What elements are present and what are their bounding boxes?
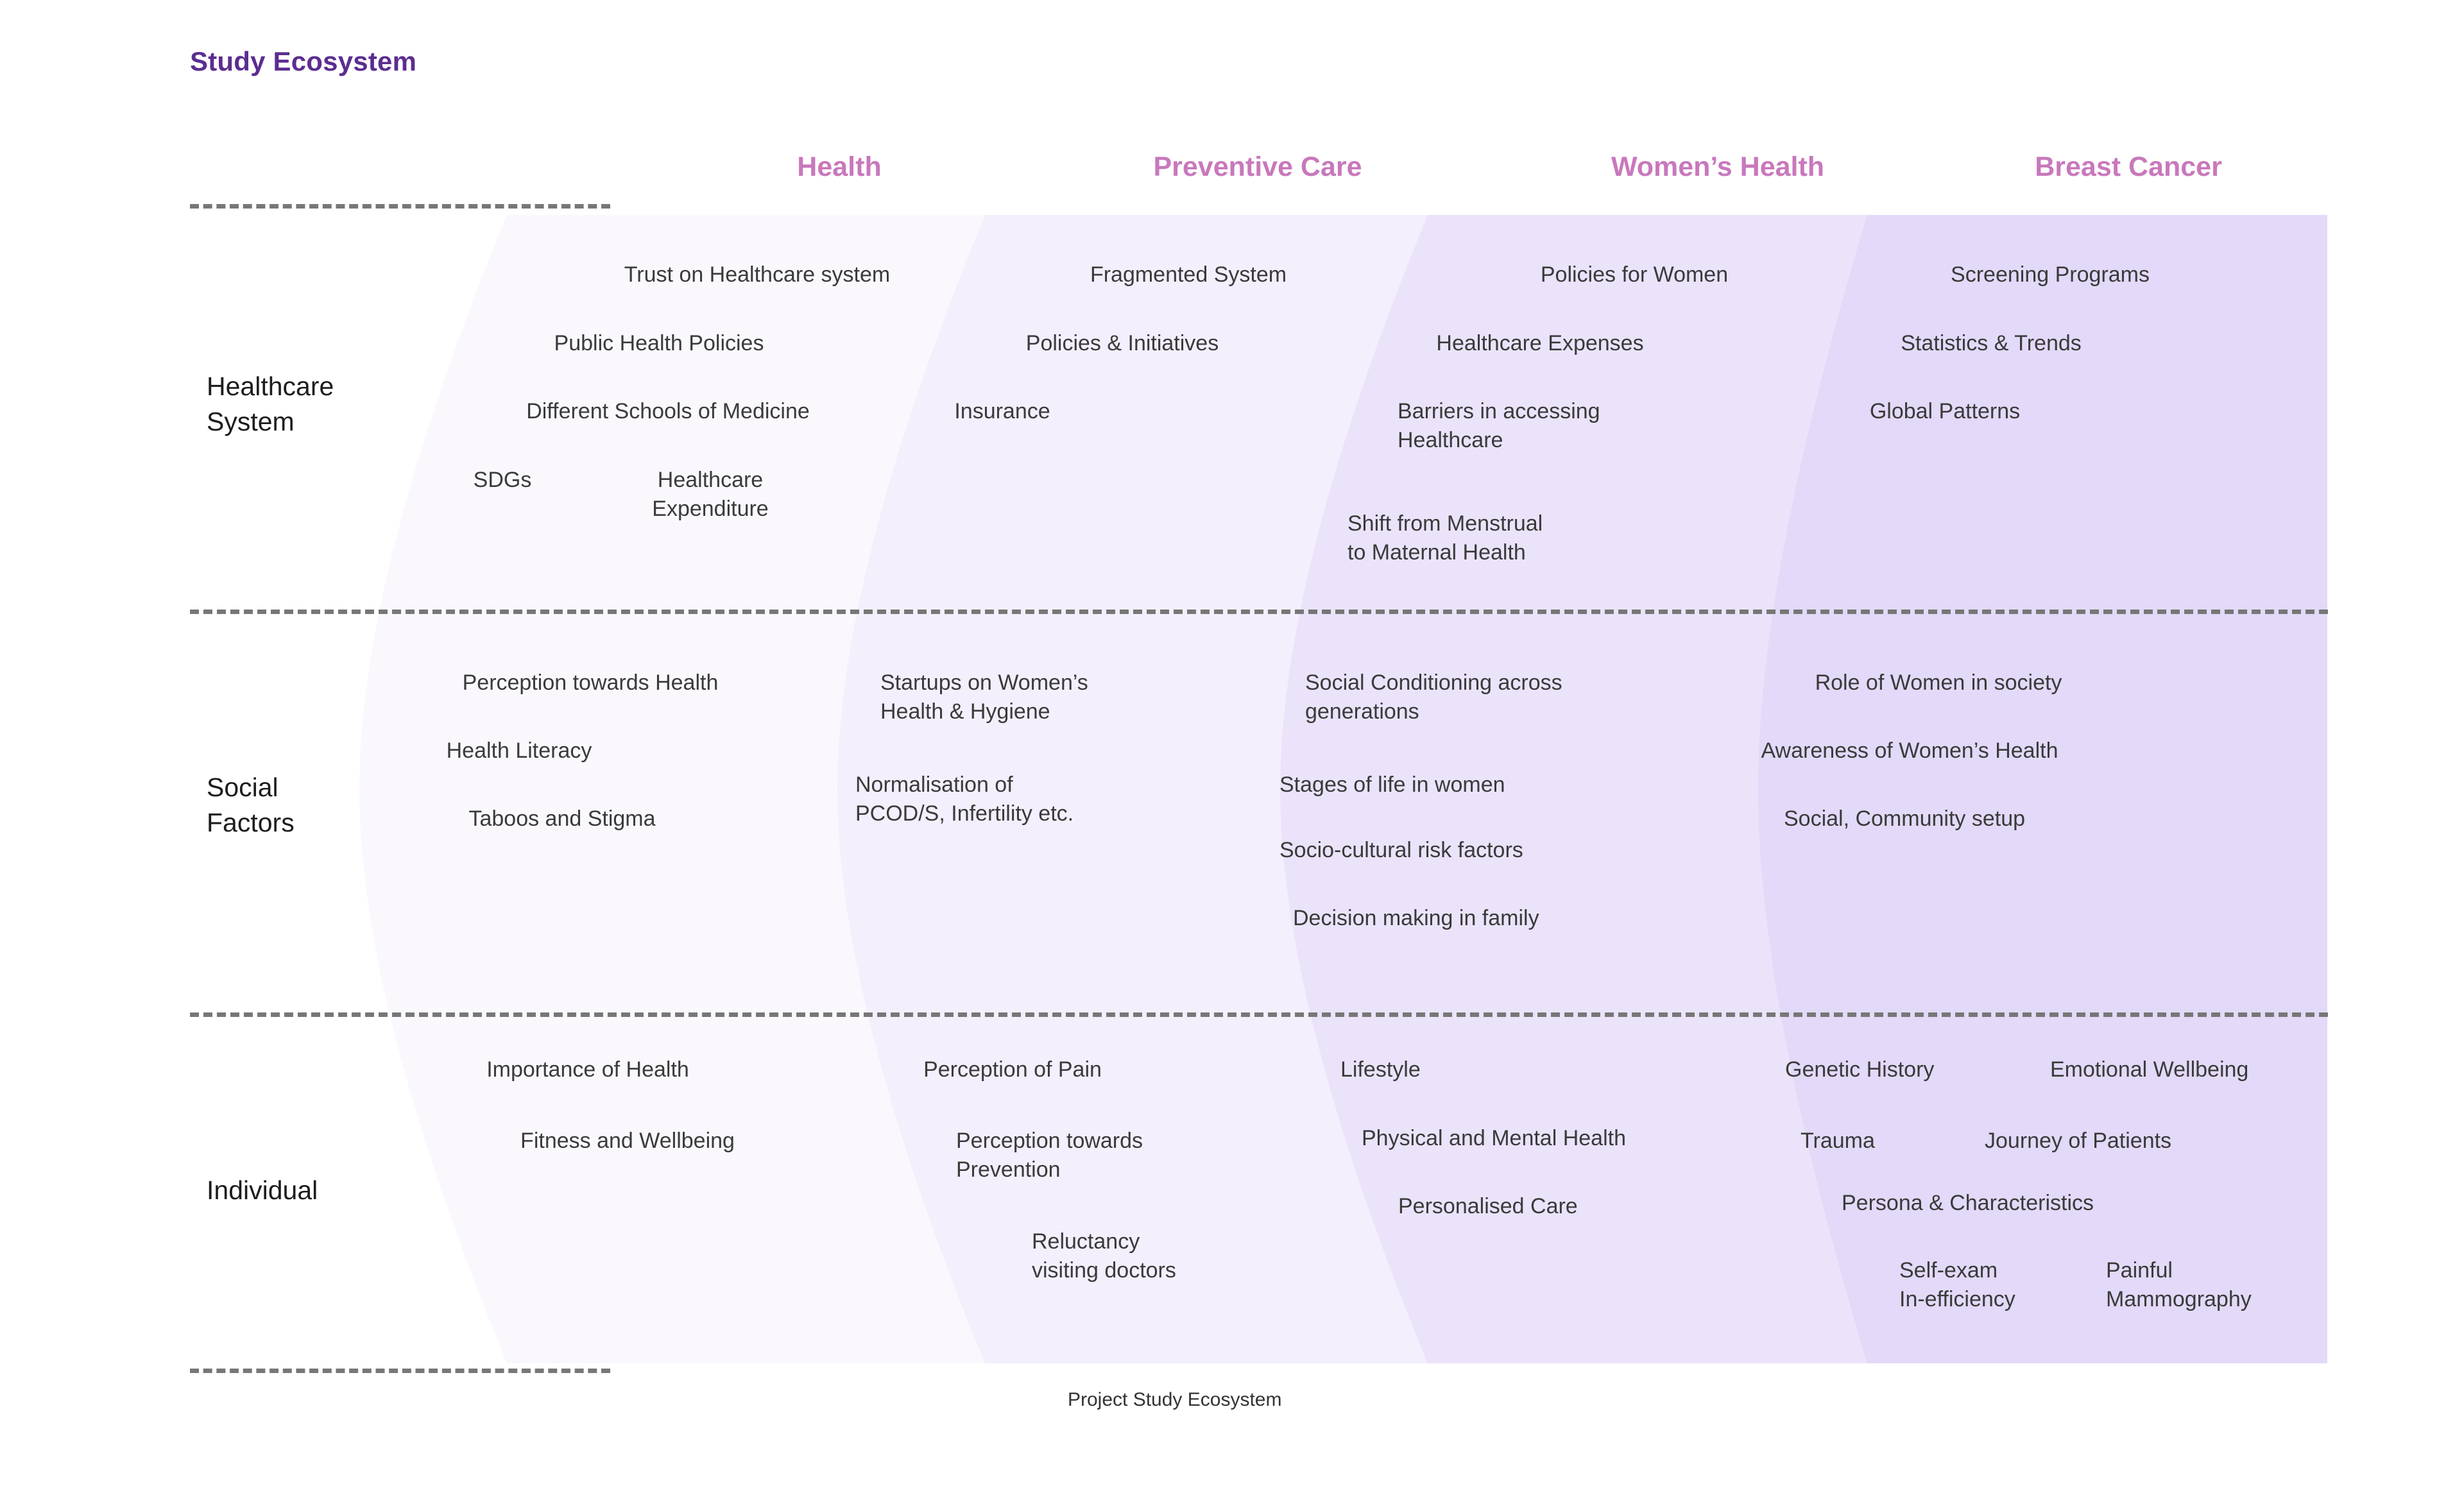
item-healthcare-system-breast-cancer-2: Global Patterns	[1869, 399, 2021, 423]
column-header-health: Health	[797, 151, 882, 182]
item-social-factors-health-0: Perception towards Health	[462, 670, 719, 695]
item-healthcare-system-health-1: Public Health Policies	[554, 331, 764, 355]
item-individual-preventive-2: Reluctancy visiting doctors	[1032, 1229, 1176, 1283]
item-individual-breast-cancer-4: Persona & Characteristics	[1842, 1191, 2094, 1215]
item-social-factors-preventive-0: Startups on Women’s Health & Hygiene	[880, 670, 1088, 724]
item-healthcare-system-womens-health-1: Healthcare Expenses	[1436, 331, 1644, 355]
item-individual-womens-health-0: Lifestyle	[1340, 1057, 1421, 1082]
column-header-womens-health: Women’s Health	[1611, 151, 1825, 182]
band-breast-cancer	[1758, 215, 2327, 1363]
row-label-healthcare-system: Healthcare System	[207, 371, 334, 436]
item-social-factors-womens-health-2: Socio-cultural risk factors	[1279, 838, 1523, 862]
item-individual-breast-cancer-1: Emotional Wellbeing	[2050, 1057, 2249, 1082]
item-social-factors-breast-cancer-0: Role of Women in society	[1815, 670, 2062, 695]
item-individual-breast-cancer-5: Self-exam In-efficiency	[1899, 1258, 2015, 1311]
item-healthcare-system-breast-cancer-1: Statistics & Trends	[1901, 331, 2082, 355]
item-social-factors-breast-cancer-2: Social, Community setup	[1783, 806, 2026, 831]
item-healthcare-system-health-2: Different Schools of Medicine	[526, 399, 810, 423]
item-social-factors-breast-cancer-1: Awareness of Women’s Health	[1761, 738, 2058, 763]
item-individual-preventive-1: Perception towards Prevention	[956, 1129, 1143, 1182]
item-healthcare-system-womens-health-3: Shift from Menstrual to Maternal Health	[1348, 511, 1543, 565]
divider-row-1	[190, 610, 2328, 614]
item-individual-breast-cancer-3: Journey of Patients	[1985, 1129, 2172, 1153]
column-header-preventive: Preventive Care	[1153, 151, 1362, 182]
item-individual-breast-cancer-6: Painful Mammography	[2106, 1258, 2252, 1311]
row-label-social-factors: Social Factors	[207, 772, 295, 837]
item-social-factors-health-2: Taboos and Stigma	[468, 806, 656, 831]
row-label-individual: Individual	[207, 1175, 318, 1205]
item-social-factors-health-1: Health Literacy	[446, 738, 592, 763]
item-individual-breast-cancer-2: Trauma	[1801, 1129, 1875, 1153]
item-individual-preventive-0: Perception of Pain	[923, 1057, 1102, 1082]
page-title: Study Ecosystem	[190, 46, 417, 76]
item-social-factors-womens-health-1: Stages of life in women	[1279, 772, 1505, 797]
item-individual-breast-cancer-0: Genetic History	[1785, 1057, 1935, 1082]
item-healthcare-system-health-4: Healthcare Expenditure	[652, 468, 769, 521]
item-social-factors-womens-health-0: Social Conditioning across generations	[1305, 670, 1562, 724]
item-social-factors-womens-health-3: Decision making in family	[1293, 906, 1539, 930]
item-social-factors-preventive-1: Normalisation of PCOD/S, Infertility etc…	[855, 772, 1074, 826]
item-individual-womens-health-1: Physical and Mental Health	[1362, 1126, 1627, 1150]
divider-top	[190, 204, 610, 209]
figure-caption: Project Study Ecosystem	[1068, 1389, 1282, 1410]
divider-bottom	[190, 1369, 610, 1373]
item-individual-health-0: Importance of Health	[486, 1057, 689, 1082]
column-header-breast-cancer: Breast Cancer	[2035, 151, 2222, 182]
item-healthcare-system-health-3: SDGs	[473, 468, 532, 492]
item-healthcare-system-womens-health-0: Policies for Women	[1540, 262, 1729, 287]
item-healthcare-system-preventive-0: Fragmented System	[1090, 262, 1287, 287]
divider-row-2	[190, 1012, 2328, 1017]
item-healthcare-system-preventive-2: Insurance	[954, 399, 1050, 423]
item-healthcare-system-health-0: Trust on Healthcare system	[624, 262, 891, 287]
item-individual-health-1: Fitness and Wellbeing	[520, 1129, 735, 1153]
item-individual-womens-health-2: Personalised Care	[1398, 1194, 1578, 1218]
item-healthcare-system-womens-health-2: Barriers in accessing Healthcare	[1398, 399, 1600, 452]
item-healthcare-system-preventive-1: Policies & Initiatives	[1025, 331, 1219, 355]
item-healthcare-system-breast-cancer-0: Screening Programs	[1951, 262, 2150, 287]
